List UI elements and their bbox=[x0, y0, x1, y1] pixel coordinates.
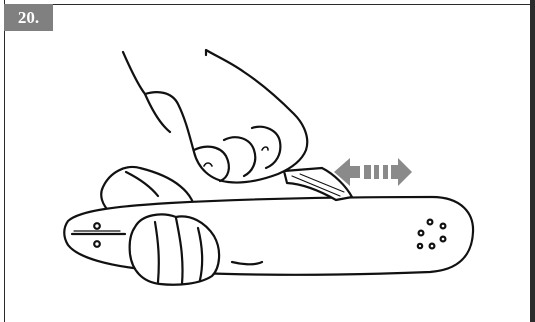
upper-hand-icon bbox=[123, 50, 307, 183]
step-number: 20. bbox=[4, 4, 53, 31]
guide-bar-icon bbox=[64, 197, 473, 275]
double-arrow-icon bbox=[334, 158, 412, 186]
